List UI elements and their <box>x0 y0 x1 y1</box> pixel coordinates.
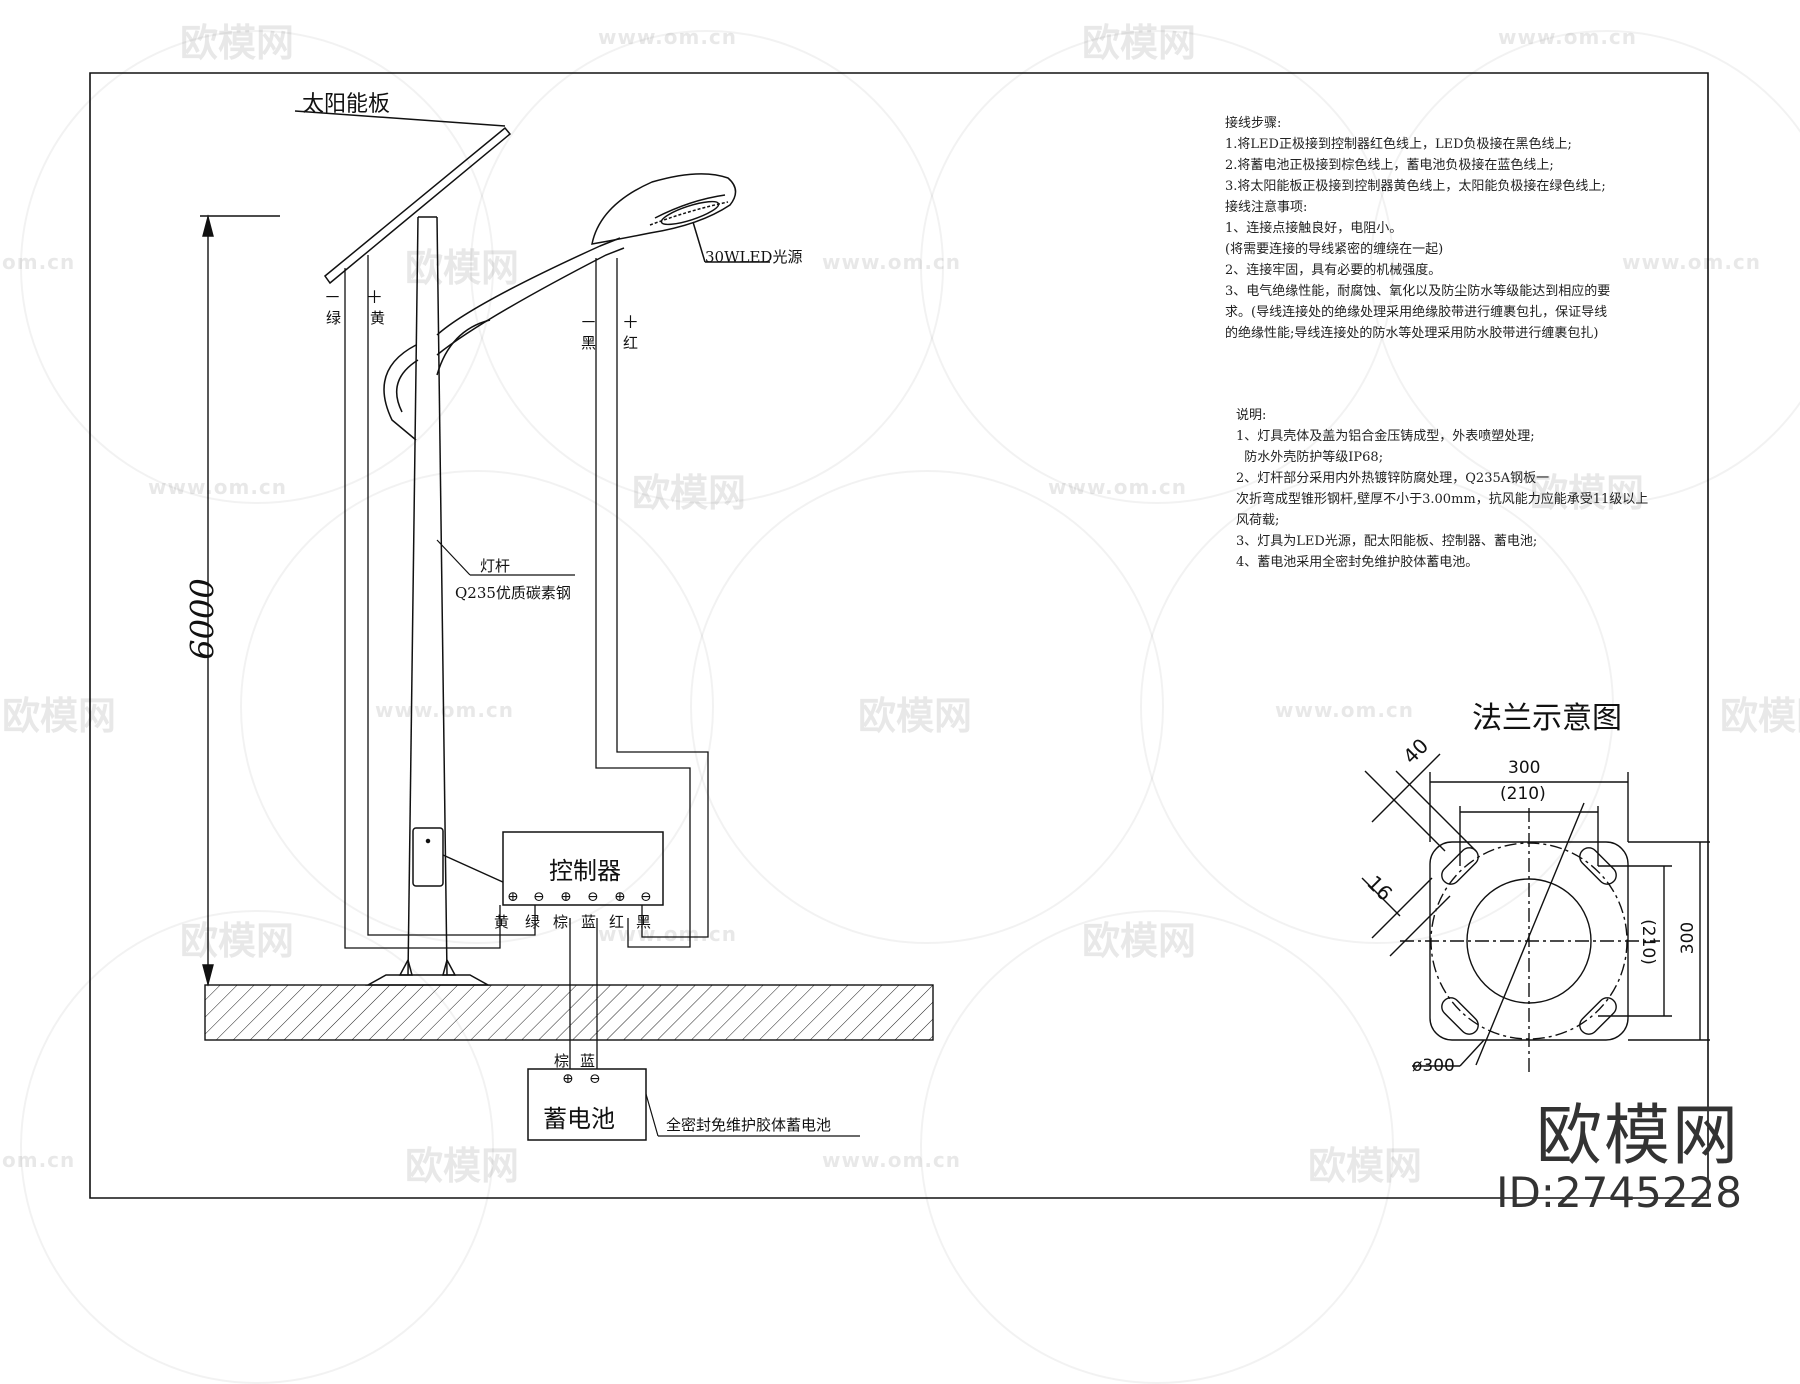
flange-circle-diameter: ø300 <box>1412 1056 1455 1076</box>
height-dimension-label: 6000 <box>183 578 222 660</box>
flange-inner-height: (210) <box>1637 919 1658 965</box>
controller-box <box>502 831 664 906</box>
led-source-label: 30WLED光源 <box>705 248 803 266</box>
battery-wire-brown-label: 棕 <box>554 1052 570 1070</box>
solar-yellow-label: 黄 <box>370 309 386 327</box>
note-line: 2、灯杆部分采用内外热镀锌防腐处理，Q235A钢板一 <box>1236 471 1550 486</box>
led-red-label: 红 <box>623 334 639 352</box>
terminal-color: 黑 <box>636 913 652 931</box>
solar-wires <box>344 255 536 949</box>
battery-wire-blue-label: 蓝 <box>580 1052 596 1070</box>
terminal-sign: ⊖ <box>587 889 599 905</box>
drawing-frame <box>89 72 1709 1199</box>
led-wires <box>595 258 709 948</box>
note-line: 接线步骤: <box>1225 116 1282 131</box>
terminal-color: 绿 <box>525 913 541 931</box>
led-lamp-head <box>591 173 770 263</box>
led-minus-sign: － <box>580 313 597 333</box>
note-line: 接线注意事项: <box>1225 200 1308 215</box>
height-dimension <box>200 214 280 987</box>
diagram-canvas <box>89 72 1710 1199</box>
ground-slab <box>204 984 934 1041</box>
note-line: 1、连接点接触良好，电阻小。 <box>1225 221 1403 236</box>
note-line: 次折弯成型锥形钢杆,壁厚不小于3.00mm，抗风能力应能承受11级以上 <box>1236 492 1649 507</box>
solar-panel-label: 太阳能板 <box>302 92 391 117</box>
note-line: 说明: <box>1236 408 1267 423</box>
battery-description: 全密封免维护胶体蓄电池 <box>666 1116 832 1134</box>
solar-minus-sign: － <box>324 288 341 308</box>
battery-box <box>527 1068 647 1141</box>
note-line: 4、蓄电池采用全密封免维护胶体蓄电池。 <box>1236 555 1479 570</box>
terminal-sign: ⊖ <box>533 889 545 905</box>
note-line: 2.将蓄电池正极接到棕色线上，蓄电池负极接在蓝色线上; <box>1225 158 1554 173</box>
pole-material-label: Q235优质碳素钢 <box>455 584 571 602</box>
terminal-color: 黄 <box>494 913 510 931</box>
terminal-color: 红 <box>609 913 625 931</box>
note-line: 3.将太阳能板正极接到控制器黄色线上，太阳能负极接在绿色线上; <box>1225 179 1606 194</box>
terminal-color: 蓝 <box>581 913 597 931</box>
flange-inner-width: (210) <box>1500 784 1546 804</box>
terminal-sign: ⊕ <box>507 889 519 905</box>
description-notes: 说明: 1、灯具壳体及盖为铝合金压铸成型，外表喷塑处理; 防水外壳防护等级IP6… <box>1236 405 1648 573</box>
note-line: 防水外壳防护等级IP68; <box>1236 450 1384 465</box>
flange-outer-width: 300 <box>1508 758 1541 778</box>
note-line: 风荷载; <box>1236 513 1280 528</box>
note-line: 求。(导线连接处的绝缘处理采用绝缘胶带进行缠裹包扎，保证导线 <box>1225 305 1608 320</box>
led-plus-sign: ＋ <box>622 313 639 333</box>
battery-wires <box>569 918 598 1070</box>
battery-positive-sign: ⊕ <box>562 1071 574 1087</box>
flange-title: 法兰示意图 <box>1472 701 1622 736</box>
flange-outer-height: 300 <box>1678 921 1699 955</box>
solar-green-label: 绿 <box>326 309 342 327</box>
brand-logo: 欧模网 <box>1536 1097 1740 1174</box>
terminal-sign: ⊖ <box>640 889 652 905</box>
battery-negative-sign: ⊖ <box>589 1071 601 1087</box>
note-line: 3、电气绝缘性能，耐腐蚀、氧化以及防尘防水等级能达到相应的要 <box>1225 284 1611 299</box>
solar-plus-sign: ＋ <box>366 288 383 308</box>
brand-id: ID:2745228 <box>1496 1168 1742 1217</box>
flange-diagram <box>1361 753 1710 1072</box>
terminal-sign: ⊕ <box>614 889 626 905</box>
pole-name-label: 灯杆 <box>480 557 511 575</box>
note-line: 的绝缘性能;导线连接处的防水等处理采用防水胶带进行缠裹包扎) <box>1225 326 1599 341</box>
battery-label: 蓄电池 <box>543 1105 615 1133</box>
wiring-notes: 接线步骤: 1.将LED正极接到控制器红色线上，LED负极接在黑色线上; 2.将… <box>1225 113 1610 344</box>
led-black-label: 黑 <box>581 334 597 352</box>
solar-panel <box>294 110 512 285</box>
note-line: 1、灯具壳体及盖为铝合金压铸成型，外表喷塑处理; <box>1236 429 1535 444</box>
note-line: 1.将LED正极接到控制器红色线上，LED负极接在黑色线上; <box>1225 137 1572 152</box>
leader-lines <box>436 539 575 576</box>
controller-label: 控制器 <box>549 857 621 885</box>
note-line: 3、灯具为LED光源，配太阳能板、控制器、蓄电池; <box>1236 534 1538 549</box>
note-line: 2、连接牢固，具有必要的机械强度。 <box>1225 263 1442 278</box>
note-line: (将需要连接的导线紧密的缠绕在一起) <box>1225 242 1444 257</box>
terminal-sign: ⊕ <box>560 889 572 905</box>
light-pole <box>365 216 625 986</box>
terminal-color: 棕 <box>553 913 569 931</box>
